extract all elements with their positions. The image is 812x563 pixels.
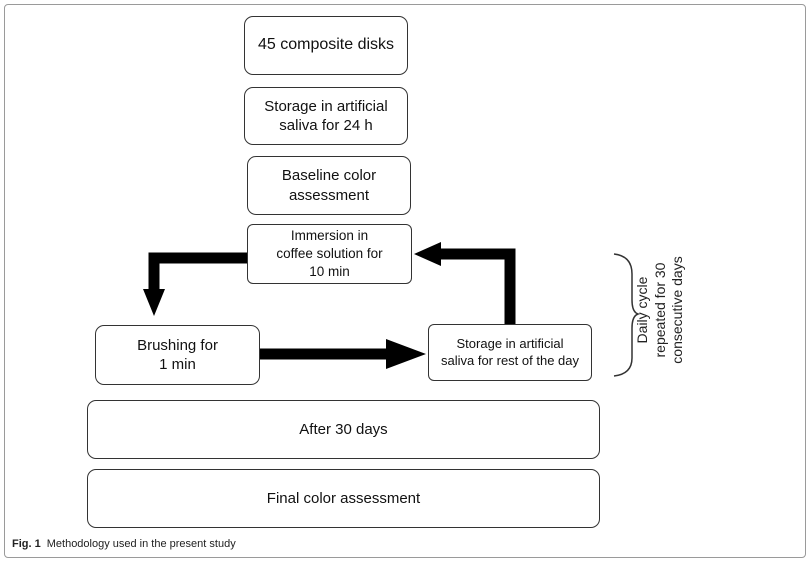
caption-label: Fig. 1 bbox=[12, 538, 41, 550]
caption-text: Methodology used in the present study bbox=[46, 538, 236, 550]
figure-caption: Fig. 1 Methodology used in the present st… bbox=[12, 538, 236, 550]
arrowhead-right bbox=[386, 339, 426, 369]
cycle-bracket bbox=[613, 253, 641, 377]
step-final-color-assessment: Final color assessment bbox=[87, 469, 600, 528]
arrow-storage-to-immersion bbox=[440, 248, 516, 324]
step-after-30-days: After 30 days bbox=[87, 400, 600, 459]
arrow-immersion-to-brushing bbox=[148, 252, 247, 290]
step-storage-24h: Storage in artificial saliva for 24 h bbox=[244, 87, 408, 145]
step-storage-rest-of-day: Storage in artificial saliva for rest of… bbox=[428, 324, 592, 381]
cycle-note-text: Daily cycle repeated for 30 consecutive … bbox=[633, 256, 685, 364]
step-immersion-coffee: Immersion in coffee solution for 10 min bbox=[247, 224, 412, 284]
step-brushing: Brushing for 1 min bbox=[95, 325, 260, 385]
arrowhead-left bbox=[414, 242, 441, 266]
arrowhead-down bbox=[143, 289, 165, 316]
step-composite-disks: 45 composite disks bbox=[244, 16, 408, 75]
step-baseline-color-assessment: Baseline color assessment bbox=[247, 156, 411, 215]
